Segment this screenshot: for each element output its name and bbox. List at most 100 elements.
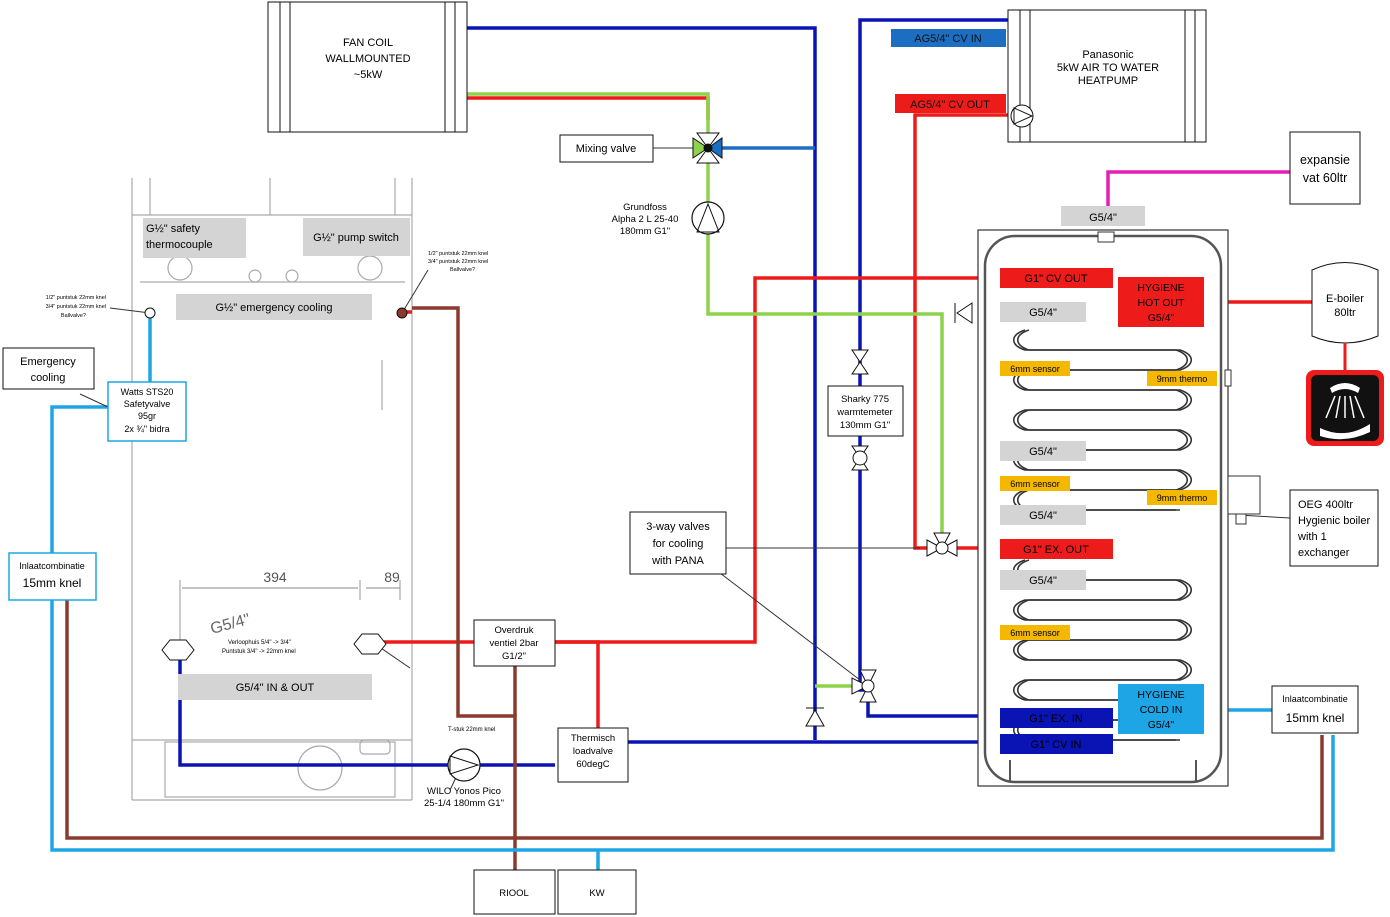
svg-text:G5/4": G5/4" [1029,575,1057,587]
svg-text:cooling: cooling [31,372,66,384]
fan-coil-line2: WALLMOUNTED [325,53,410,65]
svg-text:G1" CV IN: G1" CV IN [1031,739,1082,751]
tank-cv-in-label: G1" CV IN [1000,734,1113,754]
sharky-valve-top [851,349,869,375]
svg-text:G5/4": G5/4" [1148,312,1175,324]
heatpump-cv-out-label: AG5/4" CV OUT [895,94,1006,113]
heatpump-line2: 5kW AIR TO WATER [1057,62,1159,74]
three-way-valve-upper [926,532,958,557]
tank-sensor-1: 6mm sensor [1000,361,1070,376]
svg-text:Watts STS20: Watts STS20 [121,387,174,397]
stove-in-out-label: G5/4" IN & OUT [178,674,372,700]
three-way-valve-lower [851,669,877,703]
svg-text:Mixing valve: Mixing valve [576,143,637,155]
svg-text:Alpha 2 L 25-40: Alpha 2 L 25-40 [612,214,679,225]
svg-text:3/4" puntstuk 22mm knel: 3/4" puntstuk 22mm knel [428,259,488,265]
tank-hygiene-hot-label: HYGIENE HOT OUT G5/4" [1118,277,1204,327]
svg-text:95gr: 95gr [138,411,156,421]
stove-verloop-2: Puntstuk 3/4" -> 22mm knel [222,649,296,655]
svg-text:1/2" puntstuk 22mm knel: 1/2" puntstuk 22mm knel [428,251,488,257]
pipe-brown-drain [412,306,517,870]
svg-text:G½" pump switch: G½" pump switch [313,232,399,244]
tank-coil-upper [1012,329,1193,511]
tank-top-label: G5/4" [1061,206,1145,226]
oeg-label: OEG 400ltr Hygienic boiler with 1 exchan… [1289,489,1379,567]
svg-text:3-way valves: 3-way valves [646,521,710,533]
svg-text:OEG 400ltr: OEG 400ltr [1298,499,1353,511]
pipes [50,18,1335,870]
pipe-magenta [1106,170,1290,206]
svg-text:loadvalve: loadvalve [573,746,613,757]
svg-text:3/4" puntstuk 22mm knel: 3/4" puntstuk 22mm knel [46,304,106,310]
tank-thermo-2: 9mm thermo [1147,490,1217,505]
svg-text:ventiel 2bar: ventiel 2bar [489,638,538,649]
svg-text:with 1: with 1 [1297,531,1327,543]
tank-g54-d: G5/4" [1000,570,1086,590]
svg-text:HYGIENE: HYGIENE [1137,689,1184,701]
svg-text:Safetyvalve: Safetyvalve [124,399,171,409]
svg-text:G5/4": G5/4" [1029,510,1057,522]
svg-text:KW: KW [589,888,604,899]
svg-text:G1" EX. IN: G1" EX. IN [1029,713,1082,725]
heatpump-cv-in-label: AG5/4" CV IN [891,29,1006,47]
pipe-blue-fancoil-return [467,26,817,740]
stove-verloop-1: Verloophuis 5/4" -> 3/4" [228,640,291,646]
svg-text:9mm thermo: 9mm thermo [1157,374,1208,384]
svg-text:G5/4": G5/4" [1089,212,1117,224]
svg-text:exchanger: exchanger [1298,547,1350,559]
expansion-vessel: expansie vat 60ltr [1289,131,1361,205]
tank-cv-out-label: G1" CV OUT [1000,268,1113,288]
pipe-red-fancoil [467,96,710,120]
svg-text:RIOOL: RIOOL [499,888,529,899]
tank-ex-out-label: G1" EX. OUT [1000,539,1113,559]
svg-text:130mm G1": 130mm G1" [840,420,890,431]
svg-text:9mm thermo: 9mm thermo [1157,493,1208,503]
kw-box: KW [557,869,637,915]
svg-text:HOT OUT: HOT OUT [1137,297,1185,309]
heatpump-line3: HEATPUMP [1078,75,1138,87]
svg-text:Sharky 775: Sharky 775 [841,394,889,405]
watts-safety-valve: Watts STS20 Safetyvalve 95gr 2x ¾" bidra [107,381,187,442]
svg-text:6mm sensor: 6mm sensor [1010,364,1060,374]
svg-text:HYGIENE: HYGIENE [1137,282,1184,294]
grundfoss-pump-icon [691,201,725,235]
svg-text:G1" EX. OUT: G1" EX. OUT [1023,544,1089,556]
svg-text:vat 60ltr: vat 60ltr [1303,171,1347,185]
svg-text:G1" CV OUT: G1" CV OUT [1024,273,1087,285]
svg-text:180mm G1": 180mm G1" [620,226,670,237]
stove-fittings [144,307,408,661]
svg-text:G5/4": G5/4" [1029,446,1057,458]
stove-dim-394: 394 [263,569,287,585]
svg-text:6mm sensor: 6mm sensor [1010,628,1060,638]
tank-sensor-2: 6mm sensor [1000,476,1070,491]
stove-dim-89: 89 [384,569,400,585]
pipe-red-tank-cv-out [372,276,1000,644]
stove-g54-rotated: G5/4" [209,611,252,638]
wilo-label: WILO Yonos Pico 25-1/4 180mm G1" [424,786,504,809]
svg-text:thermocouple: thermocouple [146,239,213,251]
svg-text:warmtemeter: warmtemeter [836,407,892,418]
mixing-valve-icon [692,132,723,164]
svg-text:COLD IN: COLD IN [1140,704,1183,716]
t-stuk-label: T-stuk 22mm knel [448,727,495,733]
fan-coil-line3: ~5kW [354,69,383,81]
svg-text:Emergency: Emergency [20,356,76,368]
pipe-green [467,92,944,535]
svg-text:G½" emergency cooling: G½" emergency cooling [215,302,332,314]
stove-outline [131,178,413,801]
svg-text:2x ¾" bidra: 2x ¾" bidra [124,424,169,434]
svg-text:80ltr: 80ltr [1334,307,1356,319]
check-valve-tank [954,302,973,324]
tank-sensor-3: 6mm sensor [1000,625,1070,640]
svg-text:Thermisch: Thermisch [571,733,615,744]
svg-text:WILO Yonos Pico: WILO Yonos Pico [427,786,501,797]
svg-text:Inlaatcombinatie: Inlaatcombinatie [19,561,85,571]
emergency-cooling-label: Emergency cooling [2,347,95,390]
svg-text:Ballvalve?: Ballvalve? [61,313,86,319]
fan-coil-line1: FAN COIL [343,37,393,49]
tank-ex-in-label: G1" EX. IN [1000,708,1113,728]
svg-text:6mm sensor: 6mm sensor [1010,479,1060,489]
svg-text:Overdruk: Overdruk [494,625,533,636]
svg-text:15mm knel: 15mm knel [23,576,82,590]
stove-pump-switch-label: G½" pump switch [303,218,410,256]
